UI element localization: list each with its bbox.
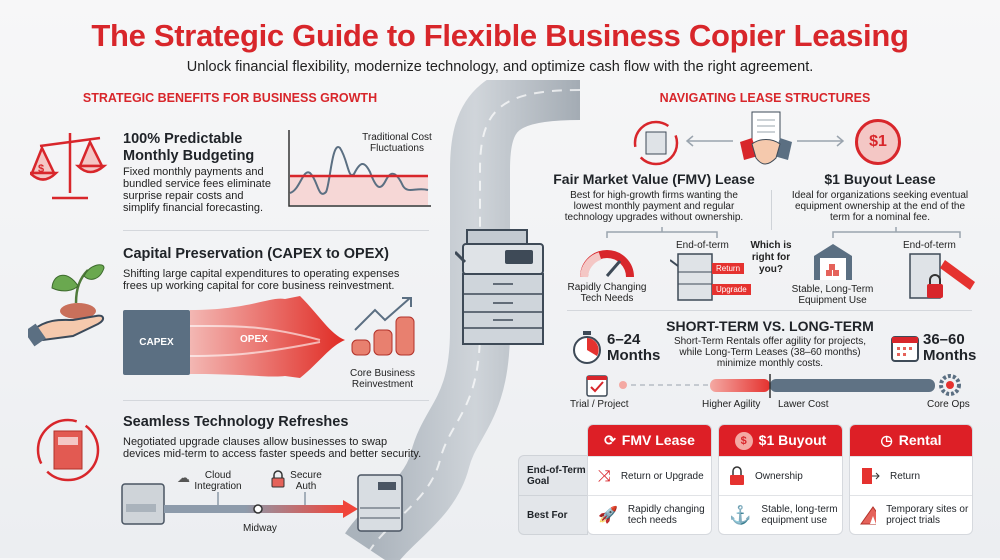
return-tag: Return: [712, 263, 745, 274]
budget-desc: Fixed monthly payments and bundled servi…: [123, 166, 271, 214]
old-copier-icon: [121, 483, 165, 525]
calendar-check-icon: [586, 375, 608, 397]
brackets: [606, 227, 961, 238]
coins-growth-icon: [351, 297, 415, 356]
short-term-months: 6–24 Months: [607, 331, 661, 364]
secure-label: Secure Auth: [290, 470, 322, 492]
calendar-icon: [891, 336, 919, 362]
long-term-months: 36–60 Months: [923, 331, 977, 364]
row-header-best: Best For: [519, 495, 587, 534]
lock-icon: [271, 470, 285, 488]
column-buyout: $ $1 Buyout Ownership ⚓ Stable, long-term …: [718, 424, 843, 535]
page-title: The Strategic Guide to Flexible Business…: [91, 18, 909, 53]
owned-copier-icon: [909, 253, 975, 299]
divider: [123, 400, 429, 401]
best-value: Temporary sites or project trials: [886, 504, 969, 526]
stopwatch-icon: [573, 331, 601, 364]
cloud-label: Cloud Integration: [194, 470, 242, 492]
capital-title: Capital Preservation (CAPEX to OPEX): [123, 246, 389, 262]
speed-gauge-icon: [580, 250, 634, 278]
chart-label: Traditional Cost Fluctuations: [362, 132, 432, 154]
fmv-title: Fair Market Value (FMV) Lease: [553, 171, 755, 187]
refresh-title: Seamless Technology Refreshes: [123, 414, 349, 430]
agility-label: Higher Agility: [702, 399, 761, 410]
capex-box: CAPEX: [123, 310, 190, 375]
upgrade-timeline: [121, 474, 403, 532]
sprout-hand-icon: [28, 264, 105, 347]
fmv-desc: Best for high-growth firms wanting the l…: [564, 190, 744, 223]
column-rental: ◷ Rental Return Temporary sites or projec…: [849, 424, 973, 535]
trial-label: Trial / Project: [570, 399, 629, 410]
column-title: FMV Lease: [621, 432, 695, 448]
gear-icon: [939, 374, 961, 396]
copier-illustration: [455, 229, 544, 345]
reinvest-label: Core Business Reinvestment: [349, 368, 416, 390]
divider: [123, 230, 429, 231]
balance-scale-icon: $: [30, 133, 108, 200]
fmv-cycle-icon: [633, 120, 679, 166]
device-refresh-icon: [36, 418, 100, 482]
divider: [567, 310, 972, 311]
column-fmv: ⟳ FMV Lease ⤨ Return or Upgrade 🚀 Rapidly c…: [587, 424, 712, 535]
opex-label: OPEX: [240, 334, 268, 345]
core-ops-label: Core Ops: [927, 399, 970, 410]
term-desc: Short-Term Rentals offer agility for pro…: [673, 336, 867, 369]
buyout-title: $1 Buyout Lease: [824, 171, 936, 187]
cost-fluctuation-chart: [288, 130, 431, 207]
buyout-desc: Ideal for organizations seeking eventual…: [791, 190, 969, 223]
row-header-goal: End-of-Term Goal: [527, 464, 586, 487]
copier-icon: [670, 253, 713, 301]
refresh-desc: Negotiated upgrade clauses allow busines…: [123, 436, 422, 460]
dollar-coin-icon: $1: [855, 119, 901, 165]
vertical-divider: [771, 190, 772, 230]
column-title: $1 Buyout: [758, 432, 827, 448]
rocket-icon: 🚀: [598, 506, 618, 524]
row-headers: End-of-Term Goal Best For: [518, 455, 588, 535]
road-path-graphic: [345, 80, 581, 560]
goal-value: Return: [890, 470, 921, 482]
svg-text:$: $: [38, 163, 44, 175]
upgrade-tag: Upgrade: [712, 284, 751, 295]
cloud-icon: ☁: [177, 470, 190, 485]
best-value: Stable, long-term equipment use: [761, 504, 838, 526]
best-value: Rapidly changing tech needs: [627, 504, 705, 526]
fmv-end-label: End-of-term: [676, 240, 729, 251]
which-question: Which is right for you?: [750, 240, 792, 275]
dollar-coin-icon: $: [734, 431, 753, 450]
goal-value: Return or Upgrade: [620, 470, 704, 482]
refresh-icon: ⟳: [604, 432, 616, 448]
capex-opex-flow: [190, 296, 345, 378]
new-copier-icon: [357, 474, 403, 532]
exit-door-icon: [862, 468, 880, 484]
lower-cost-label: Lawer Cost: [778, 399, 829, 410]
term-timeline: [586, 374, 961, 398]
double-arrow: [685, 135, 845, 147]
handshake-contract-icon: [740, 111, 792, 165]
benefits-heading: STRATEGIC BENEFITS FOR BUSINESS GROWTH: [82, 91, 378, 105]
buyout-end-label: End-of-term: [903, 240, 956, 251]
anchor-icon: ⚓: [729, 504, 752, 525]
budget-title: 100% Predictable Monthly Budgeting: [123, 131, 255, 164]
clock-icon: ◷: [880, 432, 893, 448]
midway-label: Midway: [243, 523, 277, 534]
fmv-need-label: Rapidly Changing Tech Needs: [567, 282, 647, 304]
buyout-need-label: Stable, Long-Term Equipment Use: [791, 284, 874, 306]
term-heading: SHORT-TERM VS. LONG-TERM: [666, 318, 874, 334]
page-subtitle: Unlock financial flexibility, modernize …: [186, 59, 814, 75]
column-title: Rental: [898, 432, 942, 448]
lease-heading: NAVIGATING LEASE STRUCTURES: [659, 91, 871, 105]
tent-icon: [860, 506, 877, 525]
capital-desc: Shifting large capital expenditures to o…: [123, 268, 400, 292]
warehouse-icon: [814, 244, 852, 280]
goal-value: Ownership: [755, 470, 803, 482]
split-arrow-icon: ⤨: [598, 467, 611, 485]
lock-icon: [730, 466, 744, 485]
